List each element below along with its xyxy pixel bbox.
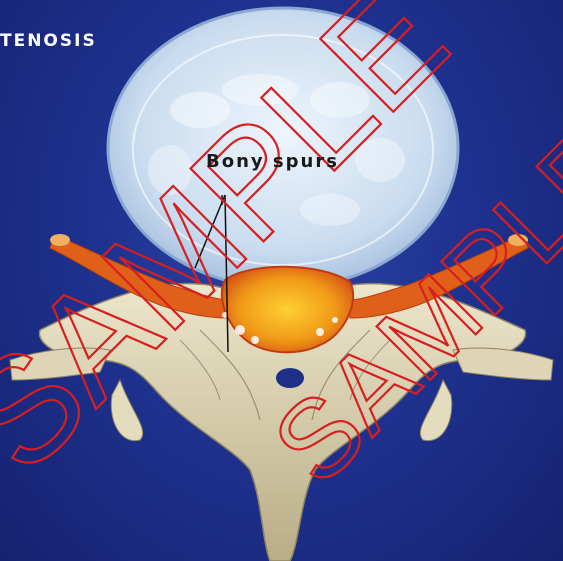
figure-title: TENOSIS (0, 31, 97, 51)
bony-spurs-label: Bony spurs (206, 151, 339, 172)
sample-watermark: SAMPLE SAMPLE (0, 0, 563, 507)
